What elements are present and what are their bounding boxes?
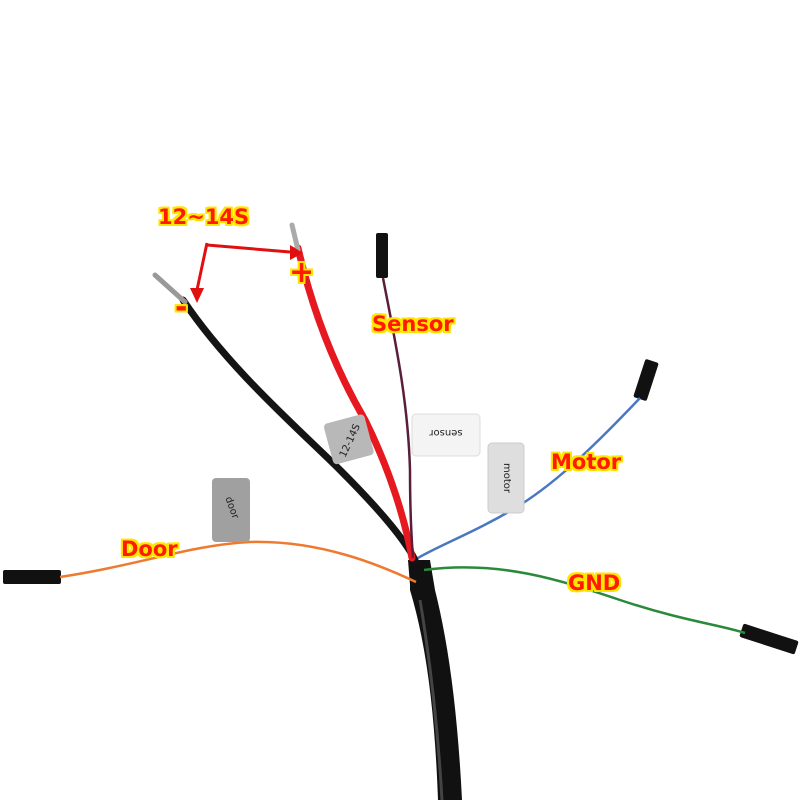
positive-sign-label: + [289,255,315,290]
door-connector [3,570,61,584]
main-cable [408,560,462,800]
gnd-wire [423,566,746,635]
sensor-label: Sensor [372,312,454,336]
main-cable-highlight [418,599,444,800]
motor-label: Motor [551,450,622,474]
black-wire [179,296,419,564]
voltage-label: 12~14S [158,205,250,229]
red-wire [294,244,416,562]
sensor-connector [376,233,388,278]
red-wire-tip [289,222,301,253]
tag-door-wire: door [212,478,250,542]
tag-sensor-wire: sensor [411,413,481,457]
tag-motor-wire: motor [487,442,525,514]
tag-motor-wire-text: motor [501,463,512,494]
door-label: Door [121,537,178,561]
negative-sign-label: - [175,290,188,325]
black-wire-tip [152,272,188,305]
door-wire [59,540,417,584]
sensor-wire [381,277,415,559]
voltage-arrow [190,242,303,303]
motor-connector [633,359,659,401]
gnd-label: GND [568,571,621,595]
tag-red-wire: 12-14S [323,414,374,465]
tag-sensor-wire-text: sensor [429,427,463,438]
gnd-connector [739,623,799,655]
